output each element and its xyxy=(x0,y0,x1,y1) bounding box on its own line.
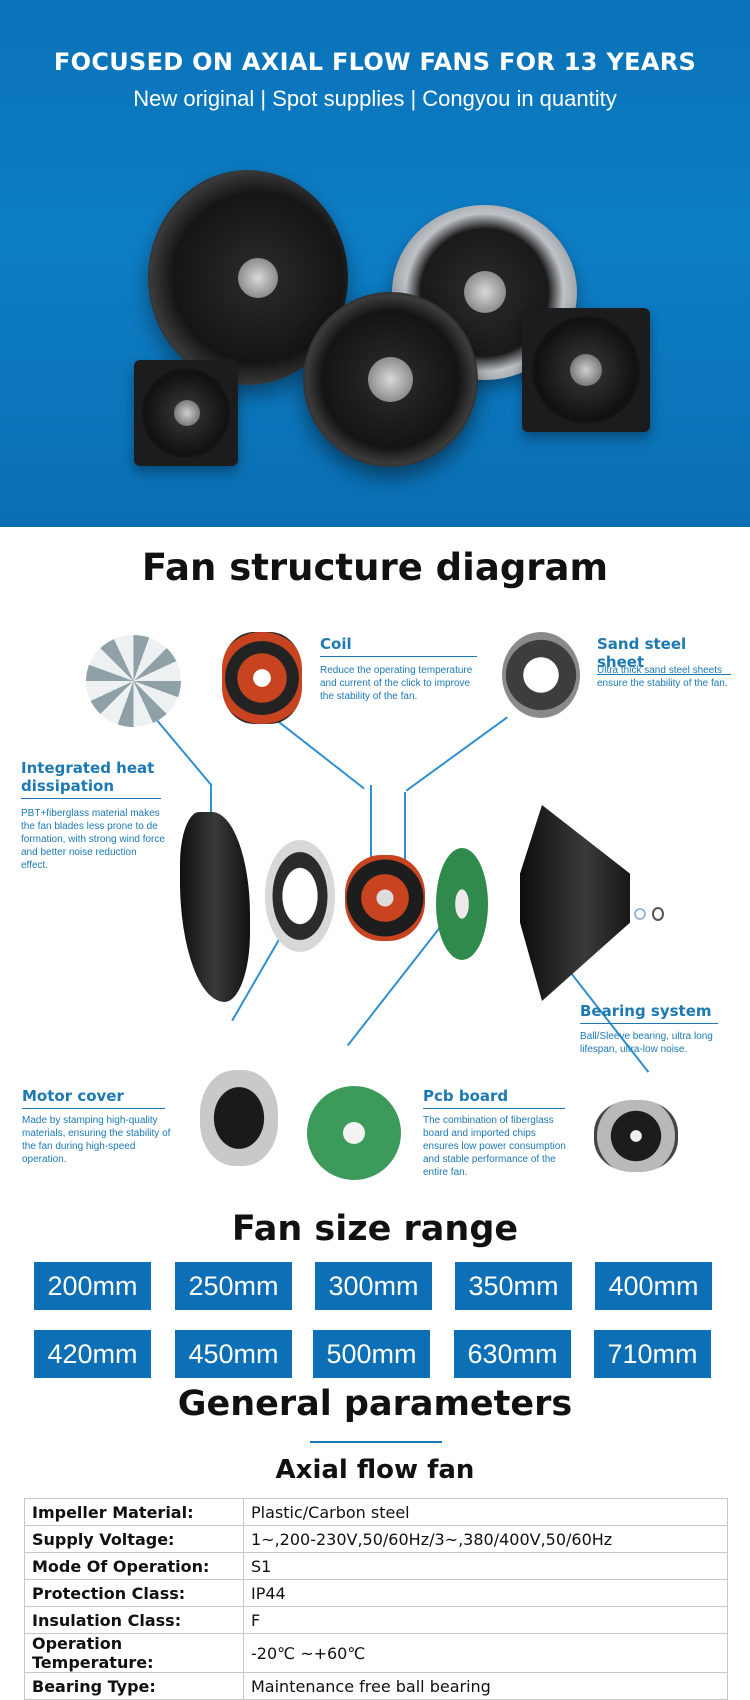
size-400mm[interactable]: 400mm xyxy=(595,1262,712,1310)
motor-cover-text: Made by stamping high-quality materials,… xyxy=(22,1115,171,1165)
pcb-assembly xyxy=(436,848,488,960)
params-divider xyxy=(310,1441,442,1443)
pcb-icon xyxy=(307,1086,401,1180)
size-300mm[interactable]: 300mm xyxy=(315,1262,432,1310)
coil-text: Reduce the operating temperature and cur… xyxy=(320,665,473,702)
washer-icon xyxy=(634,908,646,920)
fan-frame xyxy=(520,805,630,1001)
impeller-icon xyxy=(86,635,181,727)
size-450mm[interactable]: 450mm xyxy=(175,1330,292,1378)
table-row: Operation Temperature:-20℃ ~+60℃ xyxy=(24,1633,728,1673)
size-350mm[interactable]: 350mm xyxy=(455,1262,572,1310)
table-row: Impeller Material:Plastic/Carbon steel xyxy=(24,1498,728,1526)
structure-title: Fan structure diagram xyxy=(141,546,609,589)
steel-sheet-icon xyxy=(502,632,580,718)
pcb-heading: Pcb board xyxy=(423,1087,565,1109)
size-630mm[interactable]: 630mm xyxy=(454,1330,571,1378)
motor-cover-icon xyxy=(200,1070,278,1166)
sand-steel-heading: Sand steel sheet xyxy=(597,635,731,675)
param-value: F xyxy=(243,1606,728,1634)
bearing-icon xyxy=(594,1100,678,1172)
table-row: Mode Of Operation:S1 xyxy=(24,1552,728,1580)
param-key: Bearing Type: xyxy=(24,1672,244,1700)
size-500mm[interactable]: 500mm xyxy=(313,1330,430,1378)
bearing-heading: Bearing system xyxy=(580,1002,718,1024)
param-key: Insulation Class: xyxy=(24,1606,244,1634)
blade-assembly xyxy=(180,812,250,1002)
params-title: General parameters xyxy=(177,1384,573,1424)
size-250mm[interactable]: 250mm xyxy=(175,1262,292,1310)
coil-icon xyxy=(222,632,302,724)
size-420mm[interactable]: 420mm xyxy=(34,1330,151,1378)
param-key: Supply Voltage: xyxy=(24,1525,244,1553)
param-value: -20℃ ~+60℃ xyxy=(243,1633,728,1673)
clip-icon xyxy=(652,907,664,921)
table-row: Supply Voltage:1~,200-230V,50/60Hz/3~,38… xyxy=(24,1525,728,1553)
param-value: Maintenance free ball bearing xyxy=(243,1672,728,1700)
param-value: Plastic/Carbon steel xyxy=(243,1498,728,1526)
sand-steel-text: Ultra thick sand steel sheets ensure the… xyxy=(597,665,728,689)
param-value: 1~,200-230V,50/60Hz/3~,380/400V,50/60Hz xyxy=(243,1525,728,1553)
heat-heading: Integrated heat dissipation xyxy=(21,759,161,799)
param-key: Protection Class: xyxy=(24,1579,244,1607)
params-table: Impeller Material:Plastic/Carbon steel S… xyxy=(24,1498,728,1700)
param-key: Mode Of Operation: xyxy=(24,1552,244,1580)
hero-title: FOCUSED ON AXIAL FLOW FANS FOR 13 YEARS xyxy=(53,48,697,76)
coil-heading: Coil xyxy=(320,635,477,657)
heat-text: PBT+fiberglass material makes the fan bl… xyxy=(21,808,165,871)
coil-assembly xyxy=(345,855,425,941)
motor-cover-ring xyxy=(265,840,335,952)
hero-banner: FOCUSED ON AXIAL FLOW FANS FOR 13 YEARS … xyxy=(0,0,750,527)
param-key: Operation Temperature: xyxy=(24,1633,244,1673)
pcb-text: The combination of fiberglass board and … xyxy=(423,1115,566,1178)
param-value: S1 xyxy=(243,1552,728,1580)
param-value: IP44 xyxy=(243,1579,728,1607)
size-200mm[interactable]: 200mm xyxy=(34,1262,151,1310)
param-key: Impeller Material: xyxy=(24,1498,244,1526)
motor-cover-heading: Motor cover xyxy=(22,1087,165,1109)
bearing-text: Ball/Sleeve bearing, ultra long lifespan… xyxy=(580,1031,713,1055)
hero-subtitle: New original | Spot supplies | Congyou i… xyxy=(133,86,617,111)
size-710mm[interactable]: 710mm xyxy=(594,1330,711,1378)
table-row: Protection Class:IP44 xyxy=(24,1579,728,1607)
table-row: Bearing Type:Maintenance free ball beari… xyxy=(24,1672,728,1700)
sizes-title: Fan size range xyxy=(231,1209,519,1249)
table-row: Insulation Class:F xyxy=(24,1606,728,1634)
params-subtitle: Axial flow fan xyxy=(275,1455,475,1485)
